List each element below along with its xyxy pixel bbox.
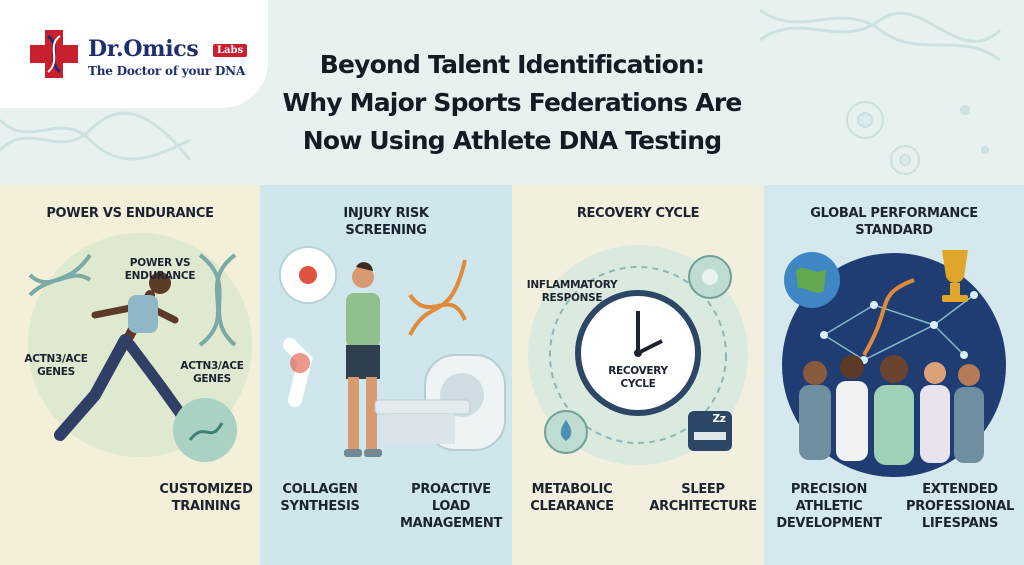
label-line: ENDURANCE <box>124 270 196 282</box>
dna-helix-icon <box>188 422 224 441</box>
panel-injury-risk: INJURY RISK SCREENING COLLAGEN SYNTHESIS… <box>260 185 512 565</box>
title-line-1: Beyond Talent Identification: <box>319 50 705 79</box>
panel-2-heading: INJURY RISK SCREENING <box>260 205 512 239</box>
label-line: EXTENDED <box>922 482 998 497</box>
panel-4-illustration <box>782 250 1006 477</box>
title-line-3: Now Using Athlete DNA Testing <box>302 126 722 155</box>
label-line: RESPONSE <box>541 292 603 304</box>
precision-development-label: PRECISION ATHLETIC DEVELOPMENT <box>770 481 888 532</box>
label-line: ACTN3/ACE <box>24 353 88 365</box>
label-line: ATHLETIC <box>795 499 863 514</box>
heading-line: INJURY RISK <box>343 206 429 221</box>
label-line: INFLAMMATORY <box>526 279 618 291</box>
label-line: SYNTHESIS <box>280 499 360 514</box>
label-line: SLEEP <box>681 482 725 497</box>
sleep-architecture-label: SLEEP ARCHITECTURE <box>647 481 759 515</box>
panel-2-illustration <box>279 246 506 457</box>
label-line: CYCLE <box>620 378 656 390</box>
logo-badge: Labs <box>213 44 248 57</box>
label-line: GENES <box>37 366 75 378</box>
extended-lifespans-label: EXTENDED PROFESSIONAL LIFESPANS <box>898 481 1022 532</box>
title-line-2: Why Major Sports Federations Are <box>282 88 742 117</box>
medical-cross-icon <box>30 30 78 78</box>
label-line: PROFESSIONAL <box>905 499 1014 514</box>
bed-icon <box>688 411 732 451</box>
label-line: POWER VS <box>129 257 191 269</box>
dna-helix-icon <box>0 8 1002 161</box>
clock-icon <box>575 290 701 416</box>
label-line: COLLAGEN <box>282 482 358 497</box>
dna-helix-icon <box>862 278 915 357</box>
label-line: RECOVERY <box>608 365 668 377</box>
label-line: MANAGEMENT <box>399 516 503 531</box>
heading-line: GLOBAL PERFORMANCE <box>810 206 978 221</box>
logo-name: Dr.Omics <box>88 36 199 62</box>
label-line: GENES <box>193 373 231 385</box>
panel-global-performance: GLOBAL PERFORMANCE STANDARD PRECISION AT… <box>764 185 1024 565</box>
recovery-cycle-label: RECOVERY CYCLE <box>598 365 678 391</box>
label-line: DEVELOPMENT <box>776 516 882 531</box>
label-line: LIFESPANS <box>921 516 999 531</box>
panel-4-heading: GLOBAL PERFORMANCE STANDARD <box>764 205 1024 239</box>
sleep-icon-text: Zz <box>712 413 726 425</box>
runner-figure <box>54 272 191 441</box>
panel-1-illustration <box>28 233 252 462</box>
panel-recovery-cycle: RECOVERY CYCLE INFLAMMATORY RESPONSE REC… <box>512 185 764 565</box>
athlete-figure <box>344 262 382 457</box>
trophy-icon <box>942 250 968 302</box>
load-management-label: PROACTIVE LOAD MANAGEMENT <box>395 481 507 532</box>
label-line: ARCHITECTURE <box>649 499 757 514</box>
label-line: TRAINING <box>171 499 241 514</box>
heading-line: SCREENING <box>345 223 427 238</box>
panel-1-heading: POWER VS ENDURANCE <box>46 206 214 221</box>
label-line: PRECISION <box>790 482 868 497</box>
athlete-group <box>799 355 984 465</box>
label-line: LOAD <box>431 499 471 514</box>
heading-line: STANDARD <box>855 223 933 238</box>
dna-helix-icon <box>28 253 237 347</box>
label-line: CUSTOMIZED <box>159 482 253 497</box>
mri-scanner-icon <box>374 354 506 451</box>
logo-tagline: The Doctor of your DNA <box>88 64 246 78</box>
panel-3-illustration <box>528 245 748 465</box>
customized-training-label: CUSTOMIZED TRAINING <box>150 481 260 515</box>
genes-left-label: ACTN3/ACE GENES <box>16 353 96 379</box>
panel-power-vs-endurance: POWER VS ENDURANCE POWER VS ENDURANCE AC… <box>0 185 260 565</box>
dna-helix-icon <box>408 259 467 336</box>
label-line: ACTN3/ACE <box>180 360 244 372</box>
panel-3-heading: RECOVERY CYCLE <box>576 206 700 221</box>
page-title: Beyond Talent Identification: Why Major … <box>200 46 824 160</box>
label-line: METABOLIC <box>531 482 613 497</box>
power-endurance-label: POWER VS ENDURANCE <box>105 257 215 283</box>
collagen-synthesis-label: COLLAGEN SYNTHESIS <box>272 481 368 515</box>
logo: Dr.Omics Labs The Doctor of your DNA <box>0 0 268 108</box>
cell-icon <box>846 101 989 175</box>
label-line: CLEARANCE <box>530 499 614 514</box>
inflammatory-response-label: INFLAMMATORY RESPONSE <box>518 279 626 305</box>
metabolic-clearance-label: METABOLIC CLEARANCE <box>522 481 622 515</box>
genes-right-label: ACTN3/ACE GENES <box>172 360 252 386</box>
label-line: PROACTIVE <box>411 482 491 497</box>
